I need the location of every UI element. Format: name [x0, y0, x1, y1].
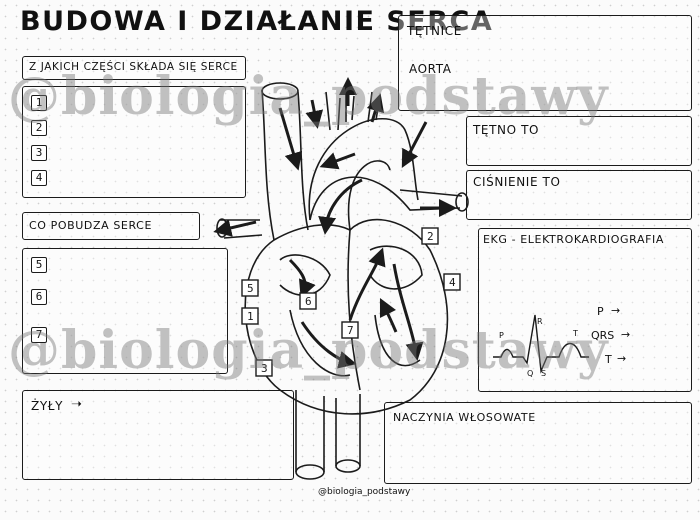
capillaries-box[interactable]: Naczynia włosowate — [384, 402, 692, 484]
ekg-wave-t-label: T — [573, 329, 578, 338]
ekg-wave-r-label: R — [537, 317, 543, 326]
parts-heading: Z jakich części składa się serce — [29, 61, 238, 73]
footer-handle: @biologia_podstawy — [318, 487, 411, 497]
callout-4-label: 4 — [449, 276, 456, 289]
stimulus-header-box: Co pobudza serce — [22, 212, 200, 240]
callout-1-label: 1 — [247, 310, 254, 323]
number-1-marker: 1 — [31, 95, 47, 111]
callout-3 — [255, 359, 273, 377]
ekg-qrs-arrow-icon: → — [621, 328, 631, 341]
callout-2 — [421, 227, 439, 245]
ekg-heading: EKG - Elektrokardiografia — [483, 233, 664, 246]
ekg-wave-q-label: Q — [527, 369, 534, 378]
parts-header-box: Z jakich części składa się serce — [22, 56, 246, 80]
watermark-top: @biologia_podstawy — [8, 66, 609, 127]
parts-answer-box[interactable]: 1 2 3 4 — [22, 86, 246, 198]
veins-box[interactable]: Żyły ➝ — [22, 390, 294, 480]
callout-1 — [241, 307, 259, 325]
callout-4 — [443, 273, 461, 291]
number-3-marker: 3 — [31, 145, 47, 161]
heart-outline — [244, 218, 449, 415]
ekg-trace — [493, 314, 589, 374]
callout-3-label: 3 — [261, 362, 268, 375]
pressure-box[interactable]: Ciśnienie to — [466, 170, 692, 220]
number-6-marker: 6 — [31, 289, 47, 305]
callout-7 — [341, 321, 359, 339]
callout-5-label: 5 — [247, 282, 254, 295]
stimulus-answer-box[interactable]: 5 6 7 — [22, 248, 228, 374]
veins-arrow-icon: ➝ — [71, 397, 82, 412]
number-2-marker: 2 — [31, 120, 47, 136]
inferior-vena-cava — [295, 390, 361, 472]
veins-heading: Żyły — [31, 399, 64, 413]
callout-6-label: 6 — [305, 295, 312, 308]
callout-7-label: 7 — [347, 324, 354, 337]
pressure-heading: Ciśnienie to — [473, 175, 561, 189]
number-7-marker: 7 — [31, 327, 47, 343]
callout-5 — [241, 279, 259, 297]
number-4-marker: 4 — [31, 170, 47, 186]
ekg-p-arrow-label: P — [597, 305, 604, 318]
arteries-box[interactable]: Tętnice Aorta — [398, 15, 692, 111]
pulmonary-trunk — [309, 176, 463, 221]
ekg-wave-s-label: S — [541, 369, 547, 378]
heart-diagram: 5 6 1 7 3 2 4 — [213, 77, 469, 480]
pulse-box[interactable]: Tętno to — [466, 116, 692, 166]
pulse-heading: Tętno to — [473, 123, 540, 137]
capillaries-heading: Naczynia włosowate — [393, 411, 536, 424]
ekg-p-arrow-icon: → — [611, 304, 621, 317]
ekg-box[interactable]: EKG - Elektrokardiografia P R Q S T P → … — [478, 228, 692, 392]
arteries-heading: Tętnice — [407, 24, 462, 38]
page-title: Budowa i działanie serca — [20, 6, 494, 37]
callout-2-label: 2 — [427, 230, 434, 243]
ekg-t-arrow-icon: → — [617, 352, 627, 365]
ekg-t-arrow-label: T — [605, 353, 612, 366]
ekg-qrs-arrow-label: QRS — [591, 329, 615, 342]
watermark-bottom: @biologia_podstawy — [8, 320, 609, 381]
callout-6 — [299, 292, 317, 310]
stimulus-heading: Co pobudza serce — [29, 219, 153, 232]
number-5-marker: 5 — [31, 257, 47, 273]
vena-cava-opening — [261, 82, 299, 100]
aortic-arch — [308, 118, 419, 221]
aorta-heading: Aorta — [409, 62, 452, 76]
ekg-wave-p-label: P — [499, 331, 504, 340]
